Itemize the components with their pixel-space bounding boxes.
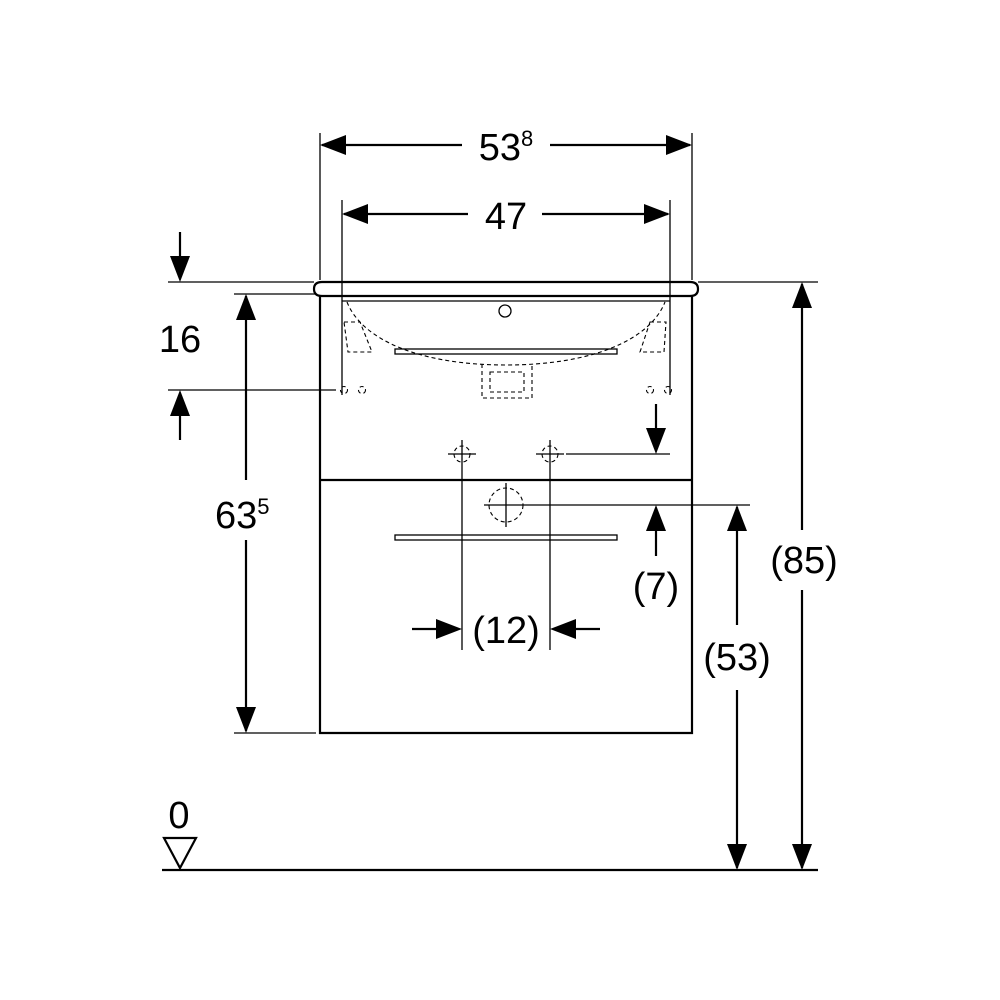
arrowhead-down-icon xyxy=(170,256,190,282)
overall-height-label: (85) xyxy=(770,540,838,582)
waste-connection-icon xyxy=(484,483,528,527)
left-fixing-point xyxy=(339,385,349,395)
arrowhead-right-icon xyxy=(436,619,462,639)
cabinet-height-label: 635 xyxy=(215,494,270,537)
overflow-hole-icon xyxy=(498,304,512,318)
supply-spacing-label: (12) xyxy=(472,610,540,652)
basin-waste-outlet xyxy=(481,364,533,399)
right-supply-connection-icon xyxy=(536,440,564,468)
upper-handle xyxy=(394,348,618,355)
basin-width-label: 47 xyxy=(485,196,527,238)
arrowhead-up-icon xyxy=(792,282,812,308)
right-fixing-point-2 xyxy=(663,385,673,395)
tap-hole-depth-dimension: 16 xyxy=(159,232,336,440)
arrowhead-up-icon xyxy=(170,390,190,416)
basin-bowl-outline xyxy=(346,301,666,366)
arrowhead-down-icon xyxy=(236,707,256,733)
arrowhead-down-icon xyxy=(646,428,666,454)
left-supply-connection-icon xyxy=(448,440,476,468)
waste-offset-label: (7) xyxy=(633,566,679,608)
tap-hole-depth-label: 16 xyxy=(159,319,201,361)
arrowhead-up-icon xyxy=(727,505,747,531)
vanity-cabinet xyxy=(312,280,700,735)
arrowhead-right-icon xyxy=(644,204,670,224)
overall-width-dimension: 538 xyxy=(319,126,693,280)
arrowhead-up-icon xyxy=(236,294,256,320)
basin-waste-outlet-inner xyxy=(489,371,525,393)
waste-height-label: (53) xyxy=(703,637,771,679)
right-fixing-point xyxy=(645,385,655,395)
arrowhead-left-icon xyxy=(342,204,368,224)
cabinet-height-dimension: 635 xyxy=(215,293,316,734)
right-bracket xyxy=(639,321,667,353)
arrowhead-left-icon xyxy=(550,619,576,639)
floor-level: 0 xyxy=(162,795,818,872)
overall-height-dimension: (85) xyxy=(698,281,838,870)
arrowhead-down-icon xyxy=(727,844,747,870)
level-triangle-icon xyxy=(162,836,198,871)
overall-width-label: 538 xyxy=(479,126,534,169)
supply-spacing-dimension: (12) xyxy=(412,468,600,652)
waste-offset-dimension: (7) xyxy=(566,404,679,608)
cabinet-body xyxy=(318,296,694,735)
waste-height-dimension: (53) xyxy=(528,504,771,870)
arrowhead-down-icon xyxy=(792,844,812,870)
floor-level-label: 0 xyxy=(168,795,189,837)
left-fixing-point-2 xyxy=(357,385,367,395)
connection-symbols xyxy=(448,440,564,527)
arrowhead-up-icon xyxy=(646,505,666,531)
left-bracket xyxy=(343,321,373,353)
lower-handle xyxy=(394,534,618,541)
arrowhead-left-icon xyxy=(320,135,346,155)
basin-top-slab xyxy=(312,280,700,298)
arrowhead-right-icon xyxy=(666,135,692,155)
basin-width-dimension: 47 xyxy=(341,196,671,395)
basin-bowl-hidden-lines xyxy=(339,301,673,399)
